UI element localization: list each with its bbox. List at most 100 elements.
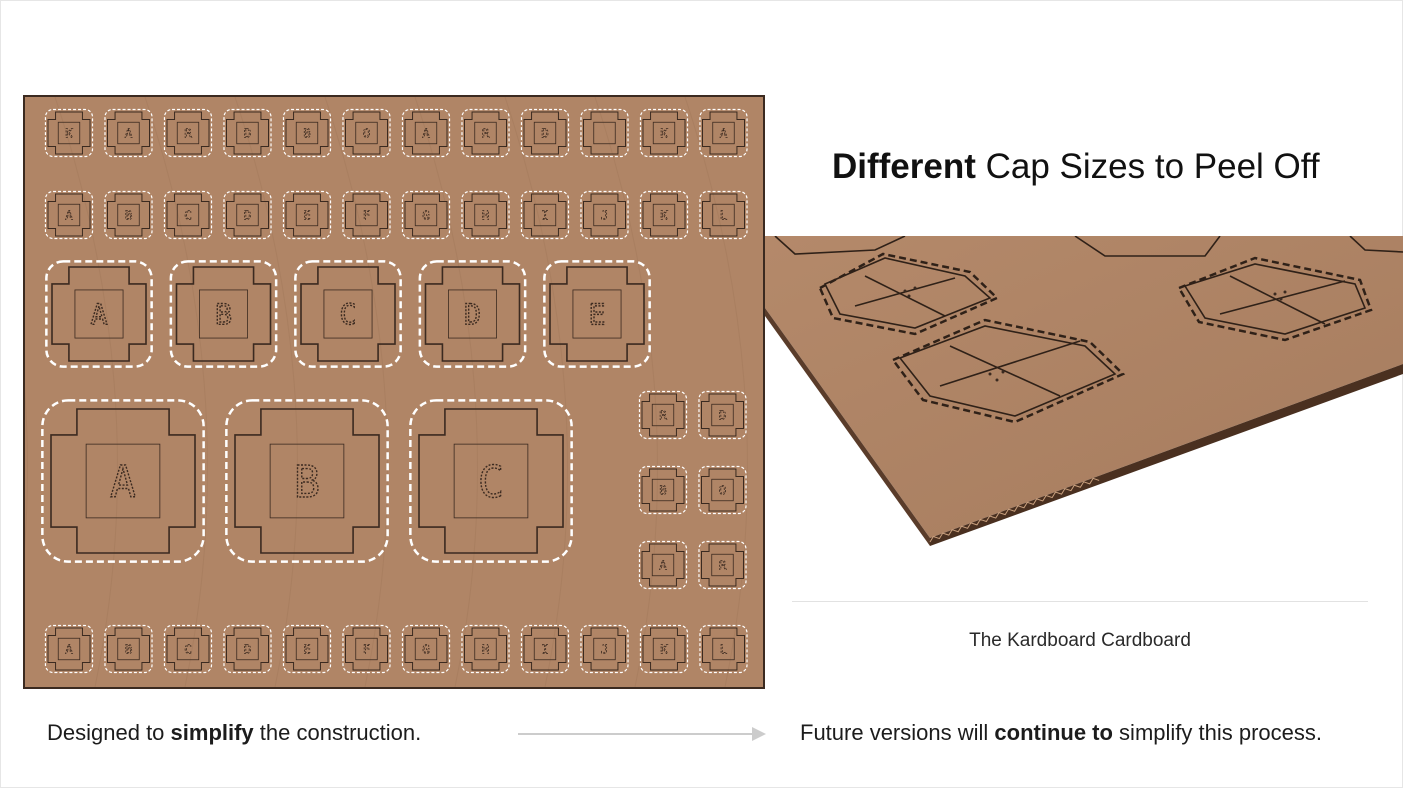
- small-cap-bottom-5: F: [342, 624, 391, 674]
- small-cap-row2-5: F: [342, 190, 391, 240]
- small-cap-bottom-8-letter: I: [541, 642, 549, 657]
- small-cap-bottom-7: H: [461, 624, 510, 674]
- large-cap-2-letter: C: [478, 458, 504, 508]
- small-cap-bottom-2: C: [163, 624, 213, 674]
- small-cap-top-7-letter: R: [482, 126, 490, 141]
- small-cap-top-6-letter: A: [422, 126, 430, 141]
- small-cap-bottom-4: E: [282, 624, 332, 674]
- small-cap-top-8-letter: D: [541, 126, 549, 141]
- bottom-right-bold: continue to: [994, 720, 1113, 745]
- small-cap-top-3: D: [223, 108, 272, 158]
- small-cap-right-5: R: [698, 540, 747, 590]
- medium-cap-1: B: [169, 260, 278, 368]
- large-cap-2: C: [409, 399, 573, 563]
- medium-cap-2: C: [294, 260, 402, 368]
- small-cap-bottom-3-letter: D: [244, 642, 252, 657]
- small-cap-bottom-7-letter: H: [482, 642, 490, 657]
- small-cap-bottom-10-letter: K: [660, 642, 668, 657]
- small-cap-right-0-letter: R: [659, 408, 667, 423]
- small-cap-right-4: A: [638, 540, 688, 590]
- medium-cap-1-letter: B: [215, 298, 232, 331]
- small-cap-bottom-6: G: [401, 624, 451, 674]
- small-cap-bottom-5-letter: F: [363, 642, 371, 657]
- small-cap-right-2: B: [638, 465, 688, 515]
- small-cap-top-1: A: [104, 108, 153, 158]
- small-cap-top-5: O: [342, 108, 391, 158]
- cardboard-slab-image: [765, 236, 1403, 556]
- small-cap-bottom-9-letter: J: [601, 642, 609, 657]
- small-cap-right-3-letter: O: [719, 483, 727, 498]
- medium-cap-4-letter: E: [589, 298, 606, 331]
- small-cap-row2-9: J: [580, 190, 629, 240]
- bottom-left-bold: simplify: [170, 720, 254, 745]
- bottom-left-pre: Designed to: [47, 720, 171, 745]
- small-cap-bottom-0-letter: A: [65, 642, 73, 657]
- small-cap-row2-5-letter: F: [363, 208, 371, 223]
- small-cap-right-5-letter: R: [719, 558, 727, 573]
- small-cap-row2-8-letter: I: [541, 208, 549, 223]
- bottom-right-post: simplify this process.: [1112, 720, 1322, 745]
- small-cap-top-4: B: [282, 108, 332, 158]
- small-cap-top-7: R: [461, 108, 510, 158]
- small-cap-row2-0-letter: A: [65, 208, 73, 223]
- small-cap-bottom-11-letter: L: [720, 642, 728, 657]
- small-cap-row2-9-letter: J: [601, 208, 609, 223]
- small-cap-top-8: D: [520, 108, 570, 158]
- small-cap-row2-6-letter: G: [422, 208, 430, 223]
- small-cap-row2-3-letter: D: [244, 208, 252, 223]
- medium-cap-3-letter: D: [464, 298, 481, 331]
- small-cap-row2-0: A: [44, 190, 94, 240]
- small-cap-top-0: K: [44, 108, 94, 158]
- small-cap-top-3-letter: D: [244, 126, 252, 141]
- small-cap-right-4-letter: A: [659, 558, 667, 573]
- large-cap-1-letter: B: [294, 458, 320, 508]
- small-cap-bottom-1: B: [104, 624, 153, 674]
- small-cap-top-10-letter: K: [660, 126, 668, 141]
- medium-cap-0: A: [45, 260, 153, 368]
- small-cap-bottom-3: D: [223, 624, 272, 674]
- small-cap-bottom-4-letter: E: [303, 642, 311, 657]
- small-cap-bottom-0: A: [44, 624, 94, 674]
- small-cap-right-2-letter: B: [659, 483, 667, 498]
- headline-rest: Cap Sizes to Peel Off: [975, 147, 1320, 186]
- small-cap-row2-6: G: [401, 190, 451, 240]
- small-cap-row2-10-letter: K: [660, 208, 668, 223]
- bottom-right-pre: Future versions will: [800, 720, 995, 745]
- large-cap-0: A: [41, 399, 205, 563]
- small-cap-right-1: D: [698, 390, 747, 440]
- small-cap-bottom-1-letter: B: [125, 642, 133, 657]
- headline-bold: Different: [832, 147, 976, 186]
- large-cap-0-letter: A: [110, 458, 136, 508]
- small-cap-top-10: K: [639, 108, 689, 158]
- small-cap-bottom-6-letter: G: [422, 642, 430, 657]
- small-cap-top-1-letter: A: [125, 126, 133, 141]
- small-cap-top-2-letter: R: [184, 126, 192, 141]
- small-cap-top-9: [580, 108, 629, 158]
- medium-cap-2-letter: C: [340, 298, 357, 331]
- bottom-left-statement: Designed to simplify the construction.: [47, 720, 421, 746]
- small-cap-row2-4: E: [282, 190, 332, 240]
- caption-divider: [792, 601, 1368, 602]
- small-cap-row2-3: D: [223, 190, 272, 240]
- small-cap-bottom-9: J: [580, 624, 629, 674]
- small-cap-top-5-letter: O: [363, 126, 371, 141]
- small-cap-right-3: O: [698, 465, 747, 515]
- small-cap-top-11: A: [699, 108, 748, 158]
- small-cap-top-4-letter: B: [303, 126, 311, 141]
- small-cap-row2-1-letter: B: [125, 208, 133, 223]
- medium-cap-4: E: [543, 260, 651, 368]
- small-cap-right-0: R: [638, 390, 688, 440]
- small-cap-row2-11: L: [699, 190, 748, 240]
- medium-cap-0-letter: A: [91, 298, 108, 331]
- cardboard-perspective: [765, 236, 1403, 546]
- bottom-left-post: the construction.: [253, 720, 422, 745]
- headline: Different Cap Sizes to Peel Off: [832, 146, 1372, 188]
- small-cap-row2-8: I: [520, 190, 570, 240]
- small-cap-bottom-8: I: [520, 624, 570, 674]
- small-cap-top-11-letter: A: [720, 126, 728, 141]
- small-cap-top-2: R: [163, 108, 213, 158]
- small-cap-row2-11-letter: L: [720, 208, 728, 223]
- small-cap-row2-10: K: [639, 190, 689, 240]
- medium-cap-3: D: [418, 260, 527, 368]
